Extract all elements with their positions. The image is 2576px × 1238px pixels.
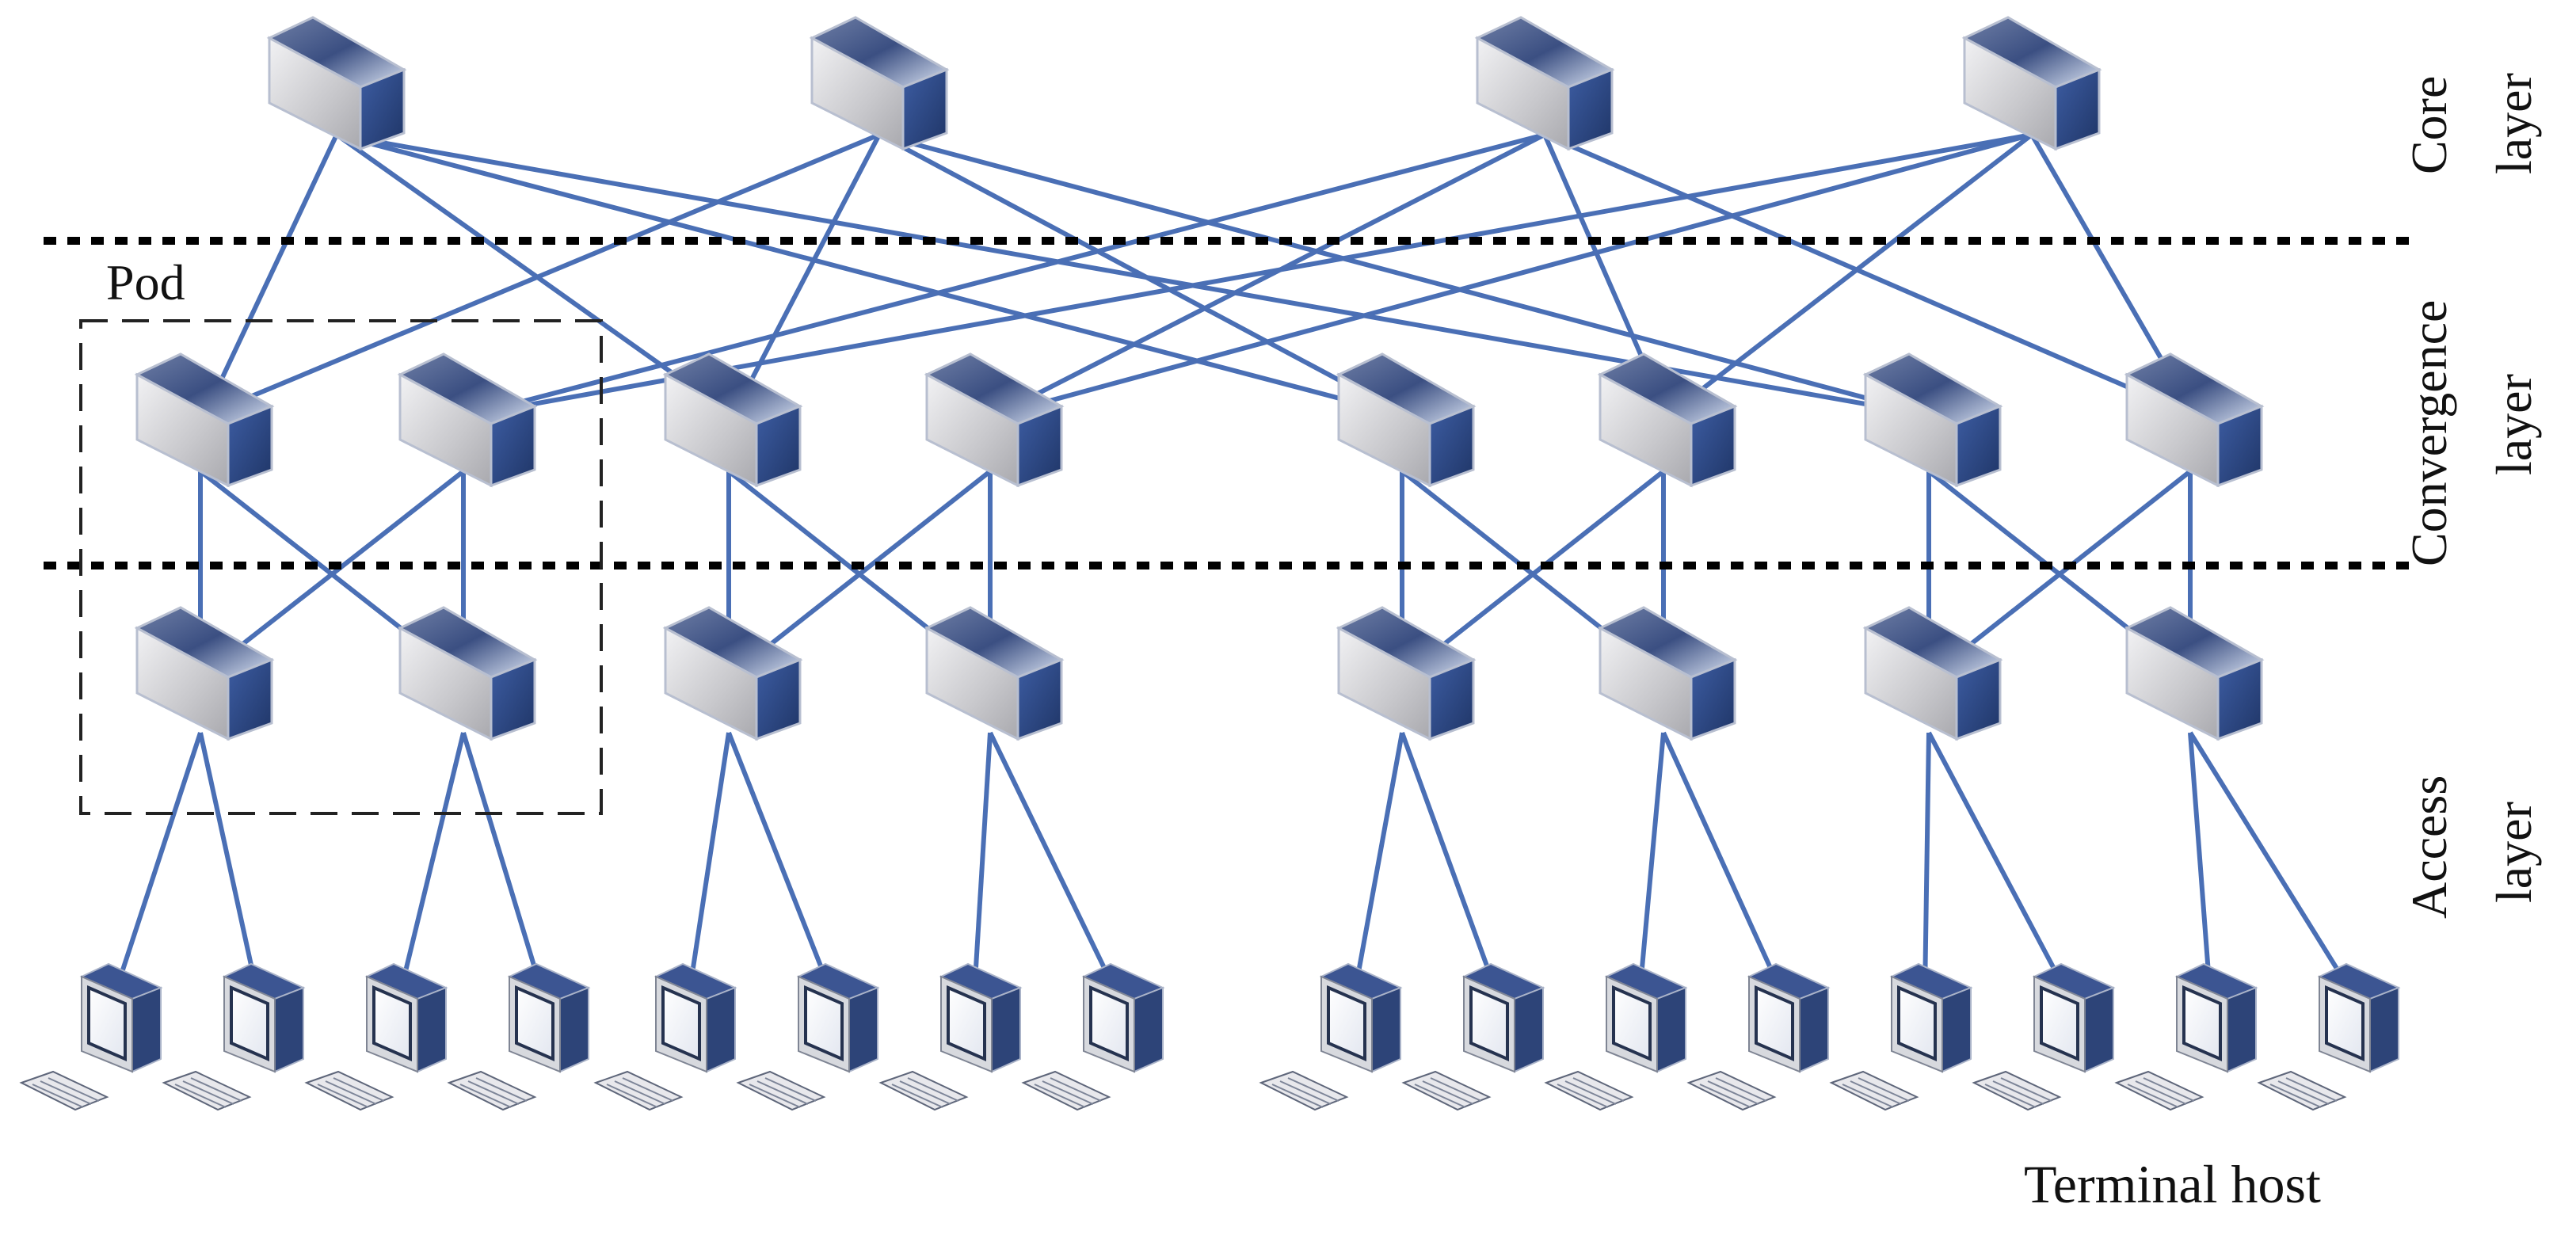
terminal-host-15-icon [2115,962,2258,1111]
convergence-layer-label-line2: layer [2486,374,2542,475]
access-2-to-host-4-link [461,732,545,995]
access-8-to-host-16-link [2188,731,2355,996]
core-layer-label-line1: Core [2401,76,2457,174]
convergence-switch-7-icon [1864,352,2002,487]
core-3-to-conv-8-link [1543,132,2196,418]
access-7-to-host-13-link [1922,732,1931,995]
pod-label: Pod [106,254,185,310]
access-5-to-host-9-link [1352,732,1404,995]
access-3-to-host-6-link [726,731,834,996]
convergence-switch-6-icon [1599,352,1736,487]
core-2-to-conv-5-link [878,132,1408,418]
terminal-host-7-icon [879,962,1022,1111]
core-4-to-conv-4-link [993,132,2033,418]
access-7-to-host-14-link [1926,731,2070,996]
core-switch-1-icon [268,16,406,150]
core-switch-3-icon [1476,16,1614,150]
convergence-switch-4-icon [925,352,1063,487]
core-2-to-conv-3-link [730,133,882,417]
access-switch-1-icon [135,606,273,741]
terminal-host-2-icon [162,962,305,1111]
terminal-host-label: Terminal host [2024,1154,2321,1214]
access-1-to-host-2-link [198,732,260,995]
core-1-to-conv-1-link [202,133,339,417]
convergence-switch-2-icon [398,352,536,487]
core-1-to-conv-3-link [335,132,734,418]
terminal-host-14-icon [1972,962,2115,1111]
core-layer-label: Core layer [2401,73,2542,174]
terminal-host-16-icon [2258,962,2400,1111]
access-6-to-host-12-link [1661,731,1785,996]
core-4-to-conv-6-link [1666,132,2033,418]
terminal-host-9-icon [1259,962,1402,1111]
terminal-host-1-icon [20,962,162,1111]
access-layer-label: Access layer [2401,775,2542,919]
terminal-host-12-icon [1687,962,1830,1111]
terminal-host-4-icon [448,962,590,1111]
terminal-host-13-icon [1830,962,1972,1111]
core-layer-label-line2: layer [2486,73,2542,174]
terminal-host-10-icon [1402,962,1545,1111]
access-1-to-host-1-link [112,732,203,995]
terminal-host-8-icon [1022,962,1164,1111]
access-switch-8-icon [2125,606,2263,741]
access-8-to-host-15-link [2188,732,2212,995]
core-1-to-conv-5-link [336,132,1407,418]
terminal-host-5-icon [594,962,737,1111]
terminal-host-3-icon [305,962,448,1111]
convergence-switch-1-icon [135,352,273,487]
access-layer-label-line1: Access [2401,775,2457,919]
core-3-to-conv-2-link [467,132,1545,418]
convergence-switch-8-icon [2125,352,2263,487]
convergence-layer-label-line1: Convergence [2401,300,2457,566]
terminal-host-6-icon [737,962,879,1111]
access-4-to-host-8-link [988,731,1119,996]
access-switch-7-icon [1864,606,2002,741]
access-3-to-host-5-link [687,732,731,995]
terminal-host-11-icon [1545,962,1687,1111]
core-2-to-conv-1-link [203,132,881,418]
convergence-switch-3-icon [664,352,802,487]
convergence-switch-5-icon [1337,352,1475,487]
access-5-to-host-10-link [1400,731,1499,996]
access-switch-6-icon [1599,606,1736,741]
pod-box [79,319,603,815]
access-switch-2-icon [398,606,536,741]
core-1-to-conv-7-link [336,132,1934,418]
core-2-to-conv-7-link [878,132,1934,418]
convergence-layer-label: Convergence layer [2401,300,2542,566]
access-4-to-host-7-link [972,732,993,995]
access-2-to-host-3-link [398,732,466,995]
access-6-to-host-11-link [1637,732,1666,995]
access-switch-3-icon [664,606,802,741]
core-switch-4-icon [1963,16,2101,150]
access-switch-4-icon [925,606,1063,741]
core-switch-2-icon [810,16,948,150]
access-layer-label-line2: layer [2486,802,2542,903]
core-3-to-conv-4-link [993,132,1546,418]
access-switch-5-icon [1337,606,1475,741]
